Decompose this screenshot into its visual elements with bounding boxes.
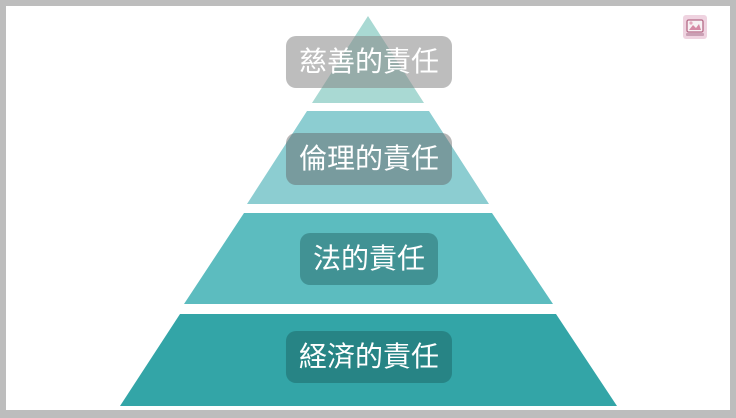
pyramid-tier-ethical: [247, 111, 489, 204]
slide-canvas: 慈善的責任 倫理的責任 法的責任 経済的責任: [6, 6, 730, 410]
tier-label-economic: 経済的責任: [285, 331, 453, 383]
tier-label-ethical: 倫理的責任: [285, 133, 453, 185]
tier-label-legal: 法的責任: [299, 233, 439, 285]
slide-thumbnail-icon[interactable]: [682, 14, 708, 40]
pyramid-tier-legal: [184, 213, 553, 304]
pyramid-tier-economic: [120, 314, 617, 406]
tier-label-philanthropic: 慈善的責任: [285, 36, 453, 88]
pyramid-diagram: [120, 16, 617, 406]
